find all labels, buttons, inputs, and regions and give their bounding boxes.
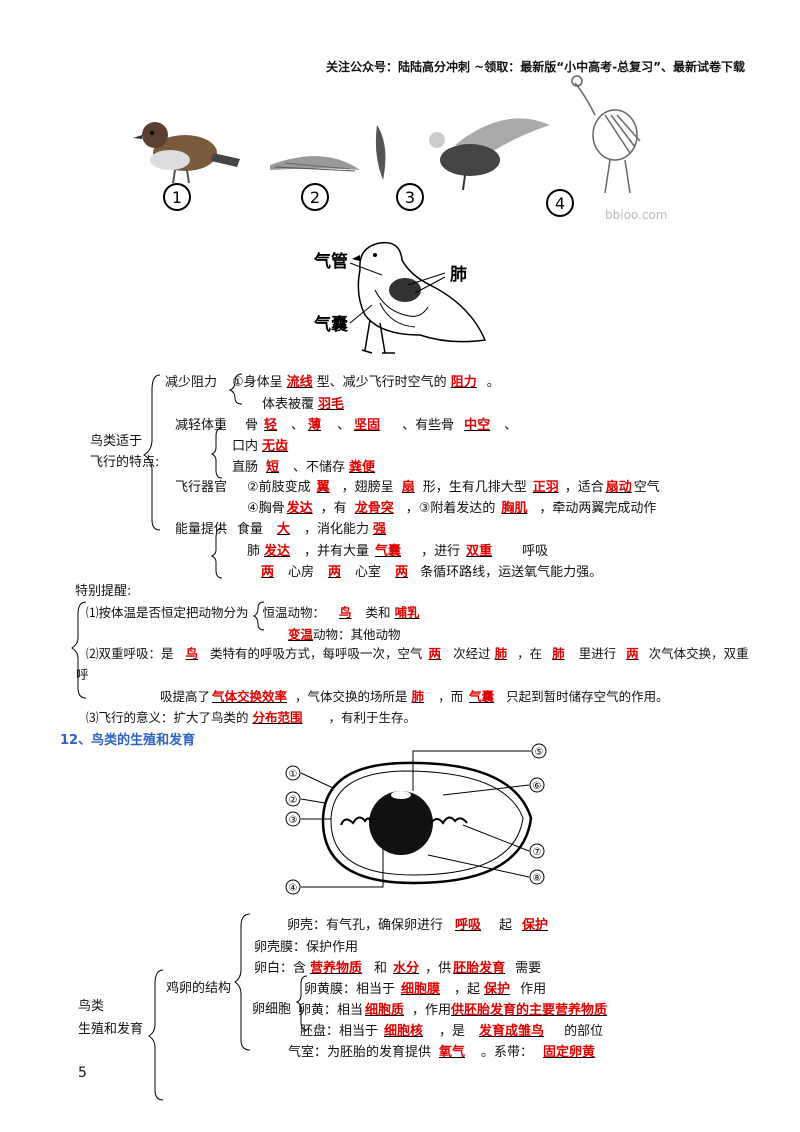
note-3: ⑶飞行的意义：扩大了鸟类的分布范围，有利于生存。 [86,710,417,725]
skeleton-image [571,75,641,194]
egg-label-6: ⑥ [529,777,545,793]
reduce-line-2: 体表被覆羽毛 [262,397,345,412]
circle-3: 3 [396,183,424,211]
reduce-label: 减少阻力 [165,375,218,390]
svg-text:⑤: ⑤ [535,747,544,758]
svg-text:⑧: ⑧ [533,873,542,884]
energy-line-1: 食量大，消化能力强 [237,522,387,537]
svg-text:②: ② [289,795,298,806]
notes-braces [71,601,265,699]
wing-image [270,156,360,172]
egg-label-5: ⑤ [531,743,547,759]
svg-text:③: ③ [289,815,298,826]
egg-structure-label: 鸡卵的结构 [166,981,232,996]
disc-line: 胚盘：相当于细胞核，是发育成雏鸟的部位 [300,1024,604,1039]
energy-label: 能量提供 [175,522,228,537]
note-2-line-2: 吸提高了气体交换效率，气体交换的场所是肺，而气囊只起到暂时储存空气的作用。 [160,689,669,704]
feather-image [375,125,386,180]
egg-label-1: ① [285,765,301,781]
yolk-line: 卵黄：相当细胞质，作用供胚胎发育的主要营养物质 [298,1003,608,1018]
egg-label-2: ② [285,791,301,807]
s2-root-2: 生殖和发育 [78,1022,144,1037]
section1-braces [143,373,243,579]
white-line: 卵白：含营养物质和水分，供胚胎发育需要 [254,961,542,976]
shell-line: 卵壳：有气孔，确保卵进行呼吸起保护 [287,918,549,933]
lighten-label: 减轻体重 [175,418,228,433]
note-2-wrap: 呼 [76,667,89,682]
yolk-membrane-line: 卵黄膜：相当于细胞膜，起保护作用 [304,982,547,997]
note-2-line-1: ⑵双重呼吸：是鸟类特有的呼吸方式，每呼吸一次，空气两次经过肺，在肺里进行两次气体… [86,646,749,661]
svg-text:⑥: ⑥ [533,781,542,792]
page-header: 关注公众号：陆陆高分冲刺 ~领取：最新版“小中高考-总复习”、最新试卷下载 [326,60,745,74]
svg-text:⑦: ⑦ [533,847,542,858]
flight-line-1: ②前肢变成翼，翅膀呈扇形，生有几排大型正羽，适合扇动空气 [247,480,660,495]
reduce-line-1: ①身体呈流线型、减少飞行时空气的阻力。 [232,375,500,390]
note-1-line-2: 变温动物：其他动物 [288,627,401,642]
label-airsac: 气囊 [313,314,348,335]
energy-line-2: 肺发达，并有大量气囊，进行双重呼吸 [247,544,549,559]
page-number: 5 [78,1065,87,1081]
label-trachea: 气管 [313,251,348,272]
s1-root-2: 飞行的特点: [90,455,160,470]
egg-label-7: ⑦ [529,843,545,859]
membrane-line: 卵壳膜：保护作用 [254,940,359,955]
egg-label-4: ④ [285,879,301,895]
label-lung: 肺 [450,265,467,285]
svg-text:2: 2 [310,188,320,207]
flight-label: 飞行器官 [175,480,228,495]
lighten-line-3: 直肠短、不储存粪便 [232,460,376,475]
circle-2: 2 [301,183,329,211]
circle-4: 4 [546,189,574,217]
egg-label-3: ③ [285,811,301,827]
s1-root-1: 鸟类适于 [90,434,143,449]
air-chamber-line: 气室：为胚胎的发育提供氧气。系带：固定卵黄 [288,1045,596,1060]
egg-label-8: ⑧ [529,869,545,885]
pigeon-muscle-image [429,118,550,191]
respiratory-figure: 气管 肺 气囊 [313,241,487,354]
section2-braces [148,913,308,1101]
circle-1: 1 [163,183,191,211]
sparrow-image [133,122,240,184]
flight-line-2: ④胸骨发达，有龙骨突，③附着发达的胸肌，牵动两翼完成动作 [247,501,657,516]
svg-text:④: ④ [289,883,298,894]
notes-title: 特别提醒: [75,584,132,599]
energy-line-3: 两心房两心室两条循环路线，运送氧气能力强。 [261,565,603,580]
bird-figure: 1 2 3 4 bbioo.com [133,75,667,222]
svg-text:①: ① [289,769,298,780]
cell-label: 卵细胞 [252,1002,292,1017]
watermark: bbioo.com [605,208,667,222]
svg-text:1: 1 [172,188,182,207]
lighten-line-1: 骨轻、薄、坚固、有些骨中空、 [245,418,518,433]
lighten-line-2: 口内无齿 [232,439,289,454]
svg-text:3: 3 [405,188,415,207]
svg-text:4: 4 [555,194,565,213]
egg-diagram: ① ② ③ ④ ⑤ ⑥ ⑦ ⑧ [285,743,547,895]
s2-root-1: 鸟类 [78,999,105,1014]
note-1-line-1: ⑴按体温是否恒定把动物分为恒温动物：鸟类和哺乳 [86,605,420,620]
section-12-title: 12、鸟类的生殖和发育 [60,733,196,748]
